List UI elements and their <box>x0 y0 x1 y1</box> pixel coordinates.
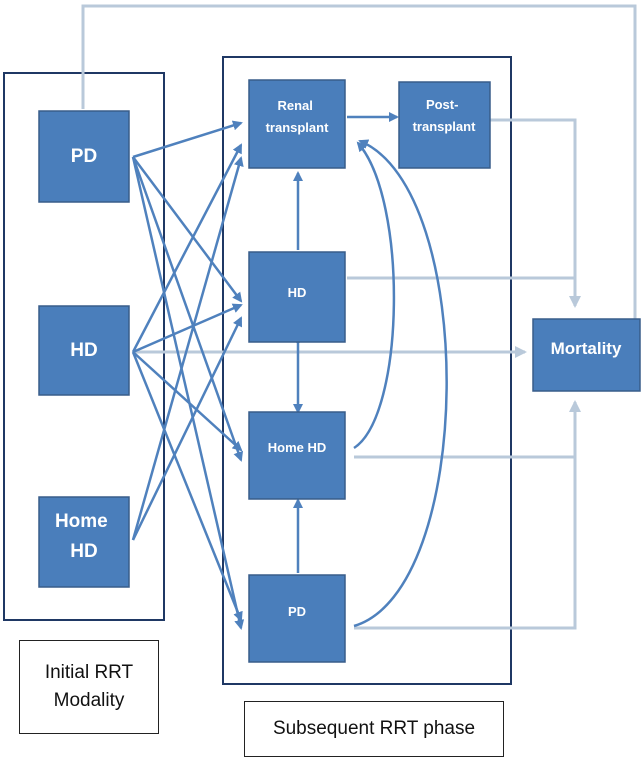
arrow-homehd-to-transplant <box>131 156 244 541</box>
arrow-hd-to-transplant <box>131 143 243 353</box>
arrow-hd-to-hd <box>132 303 243 354</box>
arrow-hd-to-home-hd <box>132 351 243 452</box>
subsequent-rrt-phase-caption: Subsequent RRT phase <box>244 701 504 757</box>
node-initial-pd-label: PD <box>71 146 97 167</box>
node-renal-transplant: Renal transplant <box>248 79 346 169</box>
arrow-hd-to-pd <box>131 351 243 622</box>
node-post-transplant-label: Post- transplant <box>413 97 477 134</box>
arrow-pd-to-transplant <box>132 120 243 159</box>
node-initial-home-hd-label: Home HD <box>55 511 113 562</box>
node-initial-pd: PD <box>38 110 130 203</box>
subsequent-rrt-phase-caption-text: Subsequent RRT phase <box>272 718 476 739</box>
transition-arrows <box>131 112 448 630</box>
arrow-pd-to-pd <box>131 156 245 630</box>
initial-rrt-modality-caption: Initial RRT Modality <box>19 640 159 734</box>
arrow-home-hd-to-transplant-curve <box>353 141 396 450</box>
node-pd-label: PD <box>288 604 306 619</box>
node-renal-transplant-label: Renal transplant <box>266 98 330 135</box>
connector-pd-to-mortality <box>354 400 581 630</box>
arrow-homehd-to-hd <box>131 316 243 541</box>
subsequent-phase-frame <box>222 56 512 685</box>
arrow-pd-to-home-hd <box>131 156 244 462</box>
node-home-hd: Home HD <box>248 411 346 500</box>
node-mortality: Mortality <box>532 318 641 392</box>
node-mortality-label: Mortality <box>551 339 622 358</box>
node-pd: PD <box>248 574 346 663</box>
node-hd: HD <box>248 251 346 343</box>
node-initial-hd: HD <box>38 305 130 396</box>
arrow-pd-to-hd <box>132 156 243 303</box>
connector-post-transplant-to-mortality <box>449 118 581 308</box>
node-initial-home-hd: Home HD <box>38 496 130 588</box>
node-post-transplant: Post- transplant <box>398 81 491 169</box>
mortality-connectors <box>81 4 637 630</box>
initial-rrt-modality-caption-text: Initial RRT Modality <box>44 662 134 711</box>
node-hd-label: HD <box>288 285 307 300</box>
arrow-pd-to-transplant-curve <box>353 139 448 628</box>
node-home-hd-label: Home HD <box>268 440 327 455</box>
node-initial-hd-label: HD <box>70 340 97 361</box>
